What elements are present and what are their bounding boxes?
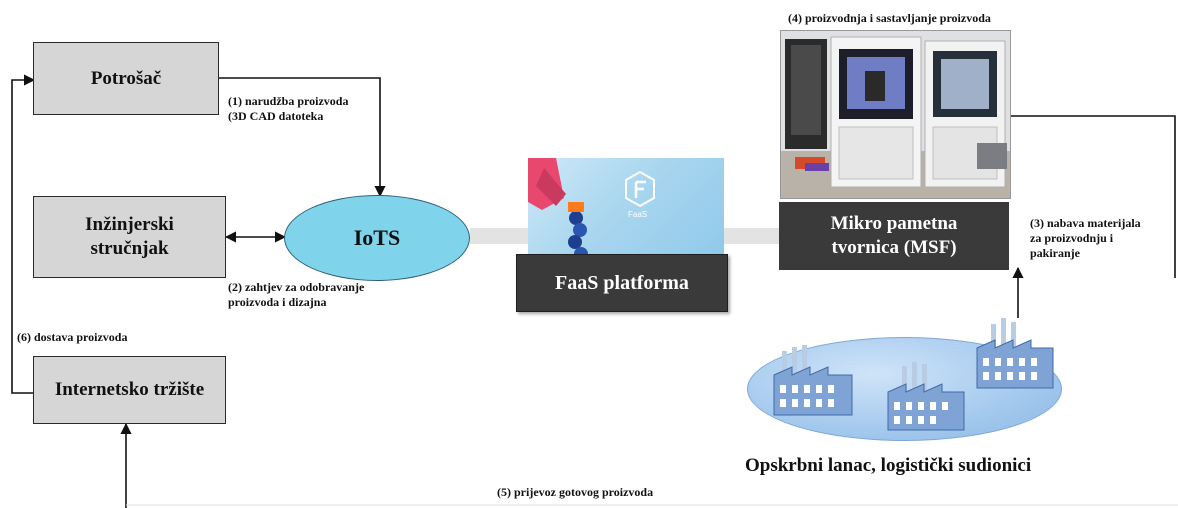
msf-label-1: Mikro pametna (830, 213, 958, 235)
faas-platform-image: FaaS (528, 158, 724, 270)
step3-label: (3) nabava materijala za proizvodnju i p… (1030, 216, 1141, 261)
step1-label: (1) narudžba proizvoda (3D CAD datoteka (228, 94, 348, 124)
node-internetsko-trziste: Internetsko tržište (33, 356, 226, 424)
factory-icon (773, 345, 853, 416)
node-internetsko-label: Internetsko tržište (54, 379, 205, 401)
msf-label-2: tvornica (MSF) (831, 237, 957, 258)
step4-label: (4) proizvodnja i sastavljanje proizvoda (788, 11, 991, 25)
step2-label: (2) zahtjev za odobravanje proizvoda i d… (228, 280, 364, 310)
step1-line-1: (1) narudžba proizvoda (228, 94, 349, 108)
node-inzinjerski-label-1: Inžinjerski (85, 214, 174, 236)
node-potrosac: Potrošač (33, 42, 219, 115)
msf-factory-photo (780, 30, 1011, 199)
faas-platform-banner: FaaS platforma (516, 254, 728, 312)
step2-line-2: proizvoda i dizajna (228, 295, 327, 309)
step2-line-1: (2) zahtjev za odobravanje (228, 280, 365, 294)
step1-line-2: (3D CAD datoteka (228, 109, 324, 123)
node-inzinjerski-label-2: stručnjak (90, 238, 169, 259)
step3-line-2: za proizvodnju i (1030, 231, 1114, 245)
msf-banner: Mikro pametna tvornica (MSF) (779, 202, 1009, 270)
msf-output-line (1011, 115, 1176, 278)
step6-label: (6) dostava proizvoda (17, 330, 128, 344)
delivery-arrow (11, 74, 36, 394)
factory-icon (976, 318, 1054, 389)
faas-logo-text: FaaS (628, 210, 648, 219)
order-arrow (219, 77, 386, 198)
step5-label: (5) prijevoz gotovog proizvoda (497, 485, 654, 499)
factory-icon (887, 362, 965, 431)
node-potrosac-label: Potrošač (90, 67, 162, 89)
faas-platform-label: FaaS platforma (555, 271, 689, 294)
supply-chain-label: Opskrbni lanac, logistički sudionici (745, 455, 1032, 476)
faas-robot-illustration (528, 158, 655, 270)
step3-line-3: pakiranje (1030, 246, 1081, 260)
node-iots: IoTS (284, 195, 470, 281)
msf-machines-illustration (781, 31, 1010, 198)
step3-line-1: (3) nabava materijala (1030, 216, 1141, 230)
node-inzinjerski-strucnjak: Inžinjerski stručnjak (33, 196, 226, 278)
node-iots-label: IoTS (353, 225, 401, 250)
